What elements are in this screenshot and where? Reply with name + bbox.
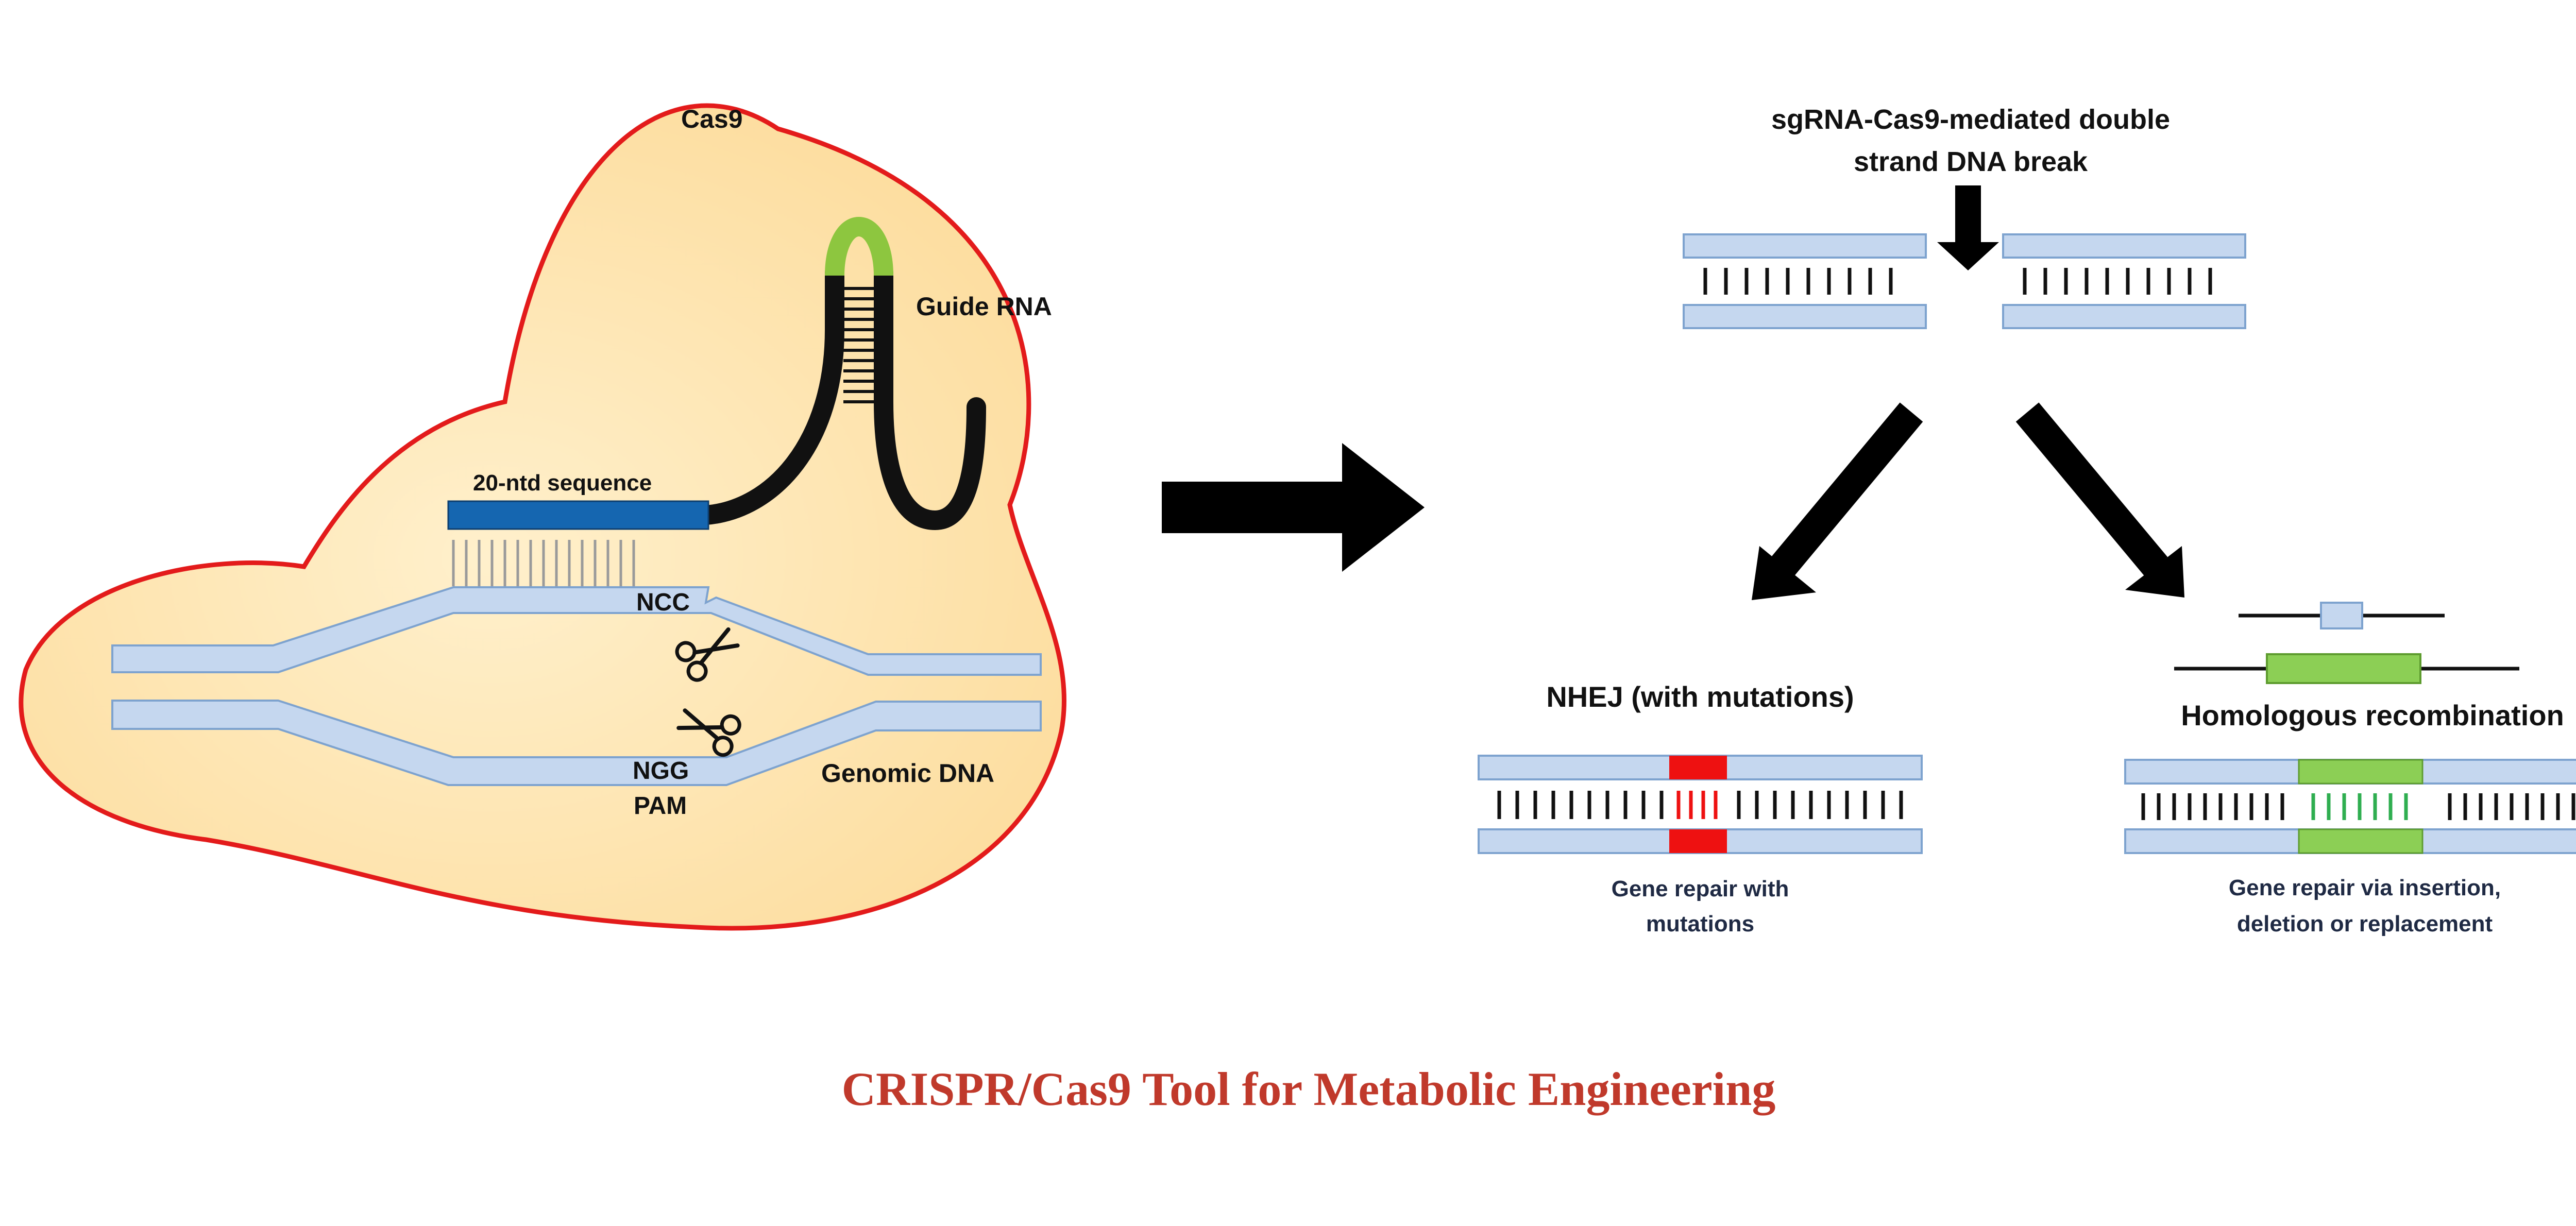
scissors-icon-upper — [675, 627, 740, 682]
arrow-to-hr-icon — [2015, 402, 2184, 598]
ncc-label: NCC — [636, 589, 690, 616]
dsb-right-base-pairs — [2023, 268, 2212, 295]
hr-base-pairs — [2141, 793, 2575, 820]
nhej-mutation-top — [1669, 756, 1727, 779]
hr-branch: Homologous recombination Gene repair via… — [2124, 602, 2576, 936]
nhej-branch: NHEJ (with mutations) Gene repair with m… — [1478, 680, 1923, 936]
nhej-title: NHEJ (with mutations) — [1546, 680, 1854, 713]
nhej-base-pairs — [1497, 791, 1903, 819]
guide-rna-stem-right — [874, 263, 986, 531]
ngg-label: NGG — [633, 757, 689, 785]
hr-inserted-base-pairs — [2311, 793, 2408, 820]
hr-caption-line2: deletion or replacement — [2237, 911, 2493, 936]
dsb-left-bottom-strand — [1683, 304, 1927, 329]
hr-title: Homologous recombination — [2181, 699, 2564, 731]
target-sequence-bar — [447, 500, 709, 530]
cas9-complex: Cas9 Guide RNA 20-ntd sequence NCC NGG P… — [19, 103, 1067, 931]
dsb-label-line2: strand DNA break — [1854, 146, 2088, 177]
pam-label: PAM — [634, 792, 687, 820]
guide-rna-label: Guide RNA — [916, 292, 1052, 321]
nhej-mutated-base-pairs — [1676, 791, 1718, 819]
nhej-caption-line2: mutations — [1646, 911, 1754, 936]
genomic-dna-upper-strand — [111, 586, 1042, 676]
down-arrow-icon — [1937, 185, 1999, 270]
donor-top-box — [2320, 602, 2363, 629]
nhej-mutation-bottom — [1669, 829, 1727, 853]
genomic-dna-label: Genomic DNA — [821, 759, 994, 788]
figure-title: CRISPR/Cas9 Tool for Metabolic Engineeri… — [842, 1063, 1776, 1115]
arrow-to-nhej-icon — [1752, 402, 1923, 600]
donor-template-insert — [2266, 653, 2421, 684]
dsb-left-top-strand — [1683, 233, 1927, 259]
sequence-base-pairing — [452, 540, 635, 586]
guide-rna-stem-pairs — [843, 287, 875, 403]
dsb-right-bottom-strand — [2002, 304, 2246, 329]
hr-insert-top — [2298, 759, 2424, 785]
scissors-icon-lower — [676, 708, 741, 757]
dsb-right-top-strand — [2002, 233, 2246, 259]
genomic-dna-lower-strand-shape — [111, 700, 1042, 786]
dsb-left-base-pairs — [1703, 268, 1893, 295]
cas9-label: Cas9 — [681, 105, 743, 133]
dsb-label-line1: sgRNA-Cas9-mediated double — [1771, 104, 2170, 135]
guide-rna-backbone — [696, 263, 844, 525]
hr-caption-line1: Gene repair via insertion, — [2229, 875, 2501, 900]
nhej-caption-line1: Gene repair with — [1612, 876, 1789, 901]
process-arrow-icon — [1162, 443, 1425, 572]
guide-rna-loop — [825, 216, 893, 276]
hr-insert-bottom — [2298, 828, 2424, 854]
sequence-20ntd-label: 20-ntd sequence — [473, 470, 652, 496]
double-strand-break: sgRNA-Cas9-mediated double strand DNA br… — [1683, 104, 2246, 600]
